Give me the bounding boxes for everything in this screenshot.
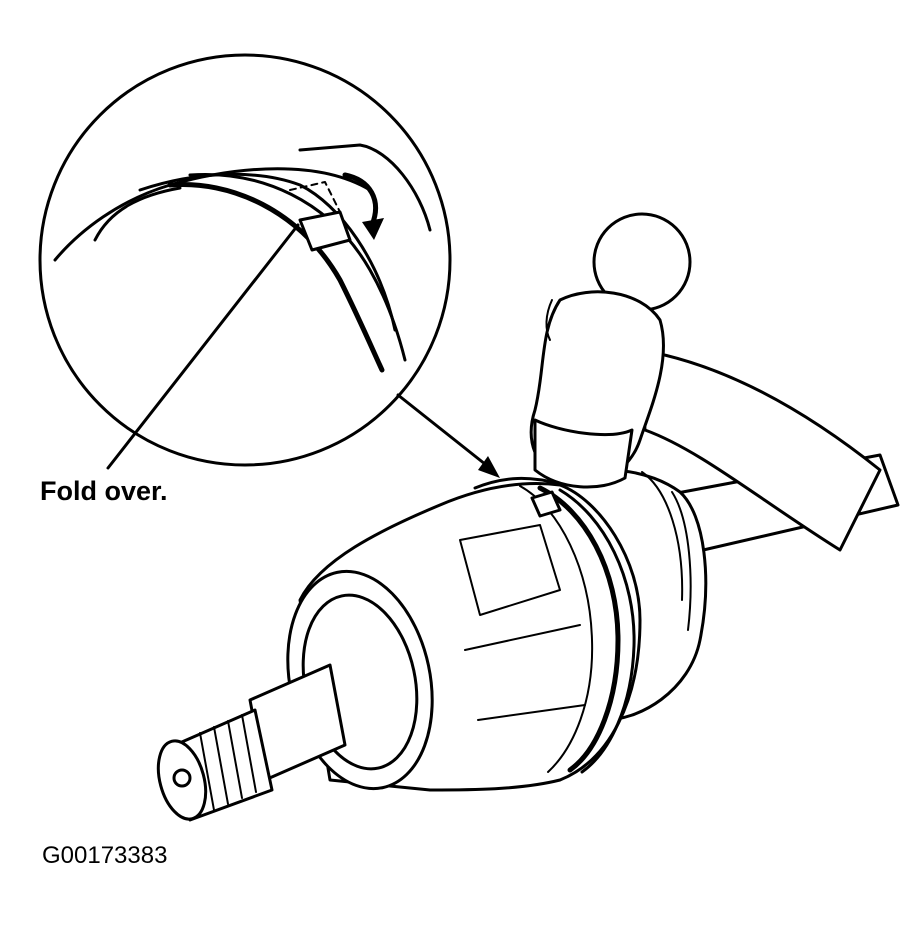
hammer-icon <box>529 212 882 552</box>
magnified-clamp-detail <box>38 53 452 467</box>
splined-stub-shaft <box>156 663 347 822</box>
callout-leader-lines <box>106 223 500 478</box>
figure-id: G00173383 <box>42 842 168 869</box>
clamp-band <box>473 476 562 518</box>
fold-over-callout: Fold over. <box>40 476 168 506</box>
